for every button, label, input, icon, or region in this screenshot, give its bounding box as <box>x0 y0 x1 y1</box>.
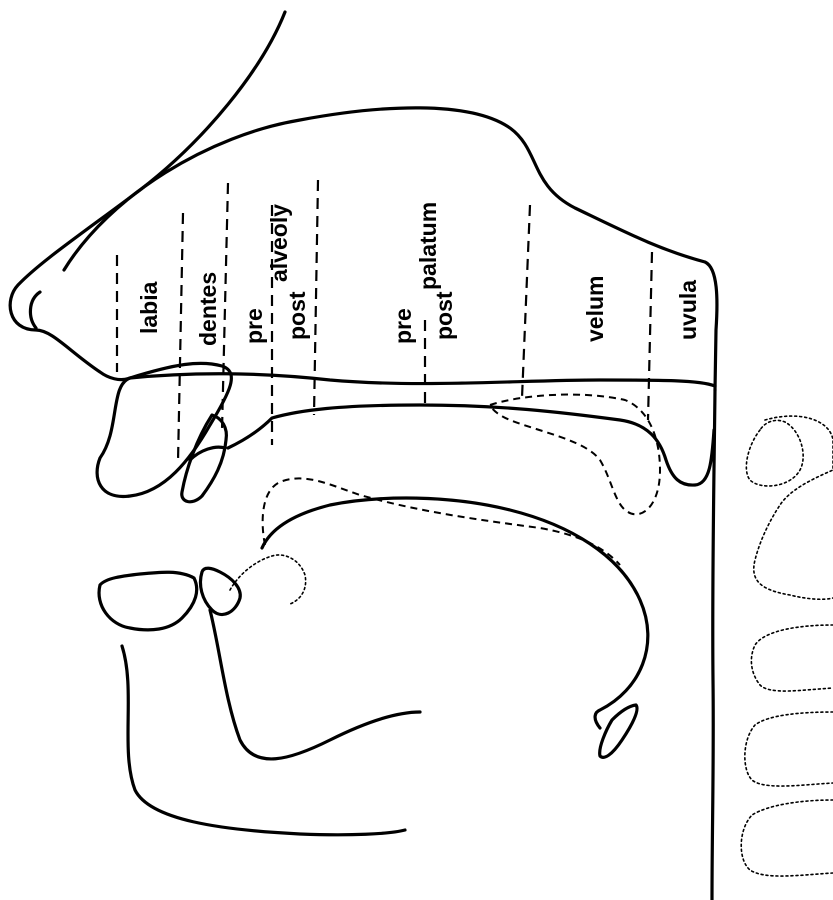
pharynx-wall <box>712 390 715 900</box>
label-dentes: dentes <box>195 272 221 346</box>
label-alveoli-pre: pre <box>241 308 267 344</box>
nostril-curve <box>30 292 40 328</box>
vertebra-1 <box>754 416 833 599</box>
zone-boundary-7 <box>522 205 530 398</box>
label-labia: labia <box>136 281 162 334</box>
label-uvula: uvula <box>675 280 701 340</box>
label-alveoli: alveoly <box>266 204 292 282</box>
zone-boundary-8 <box>648 252 652 420</box>
vertebra-2 <box>751 625 833 691</box>
label-palatum-pre: pre <box>390 308 416 344</box>
lower-lip <box>99 572 197 630</box>
upper-lip <box>97 363 231 496</box>
palate-roof <box>228 405 714 485</box>
vertebra-1-head <box>746 420 803 486</box>
epiglottis <box>600 705 637 757</box>
tongue-contour <box>262 498 648 728</box>
vertebra-4 <box>741 800 833 876</box>
chin-outline <box>122 646 405 835</box>
lower-tooth <box>200 568 240 614</box>
vertebra-3 <box>745 712 833 786</box>
label-velum: velum <box>582 276 608 342</box>
label-palatum-post: post <box>431 291 457 340</box>
label-alveoli-post: post <box>284 291 310 340</box>
tongue-alternate-contour <box>263 478 620 565</box>
label-palatum: palatum <box>415 202 441 290</box>
jaw-outline <box>210 610 420 759</box>
nasal-cavity-outline <box>64 108 717 390</box>
velum-raised-contour <box>490 395 660 515</box>
zone-boundary-2 <box>178 213 183 462</box>
palate-upper-contour <box>130 374 715 386</box>
